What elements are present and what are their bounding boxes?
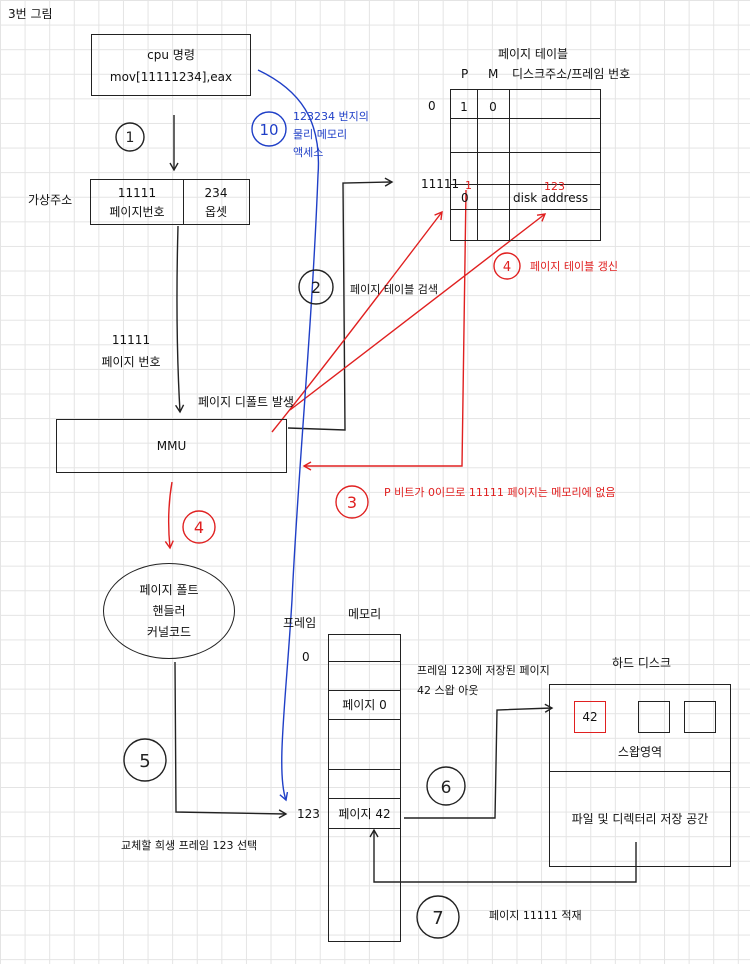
swap-slot-1: 42 bbox=[574, 701, 606, 733]
vaddr-offset-label: 옵셋 bbox=[204, 205, 228, 219]
memory-page-42: 페이지 42 bbox=[338, 807, 391, 821]
pt-target-addr: disk address bbox=[513, 191, 589, 205]
step-2-label: 페이지 테이블 검색 bbox=[350, 283, 438, 296]
page-table-header-addr: 디스크주소/프레임 번호 bbox=[512, 67, 631, 81]
virtual-address-label: 가상주소 bbox=[28, 193, 73, 207]
step-circle-6 bbox=[426, 766, 466, 806]
handler-line-2: 핸들러 bbox=[152, 604, 186, 618]
memory-frame-123: 123 bbox=[297, 807, 320, 821]
page-table-title: 페이지 테이블 bbox=[497, 47, 569, 61]
pt-row0-p: 1 bbox=[460, 100, 468, 114]
step-circle-2 bbox=[298, 269, 334, 305]
step-3-label: P 비트가 0이므로 11111 페이지는 메모리에 없음 bbox=[384, 486, 616, 499]
memory-title: 메모리 bbox=[348, 607, 382, 621]
disk-title: 하드 디스크 bbox=[612, 656, 672, 670]
pt-col-line-2 bbox=[509, 90, 510, 240]
pt-row-line-3 bbox=[451, 184, 600, 185]
memory-frame-0: 0 bbox=[302, 650, 310, 664]
arrow-update-frame bbox=[289, 213, 547, 411]
memory-frame-label: 프레임 bbox=[283, 616, 317, 630]
step-7-label: 페이지 11111 적재 bbox=[489, 909, 582, 922]
filesystem-label: 파일 및 디렉터리 저장 공간 bbox=[571, 812, 709, 826]
handler-line-3: 커널코드 bbox=[146, 625, 192, 639]
mmu-box: MMU bbox=[56, 419, 287, 473]
mem-line-5 bbox=[329, 798, 400, 799]
swap-slot-2 bbox=[638, 701, 670, 733]
page-table-grid: 1 0 1 0 123 disk address bbox=[450, 89, 601, 241]
vaddr-page-number: 11111 bbox=[117, 186, 157, 200]
step-num-5: 5 bbox=[139, 751, 150, 772]
memory-page-0: 페이지 0 bbox=[342, 698, 387, 712]
mem-line-6 bbox=[329, 828, 400, 829]
cpu-instruction-box: cpu 명령 mov[11111234],eax bbox=[91, 34, 251, 96]
page-table-header-m: M bbox=[488, 67, 499, 81]
pt-row0-m: 0 bbox=[489, 100, 497, 114]
pt-target-addr-new: 123 bbox=[544, 180, 565, 193]
arrow-mmu-to-pagetable bbox=[287, 177, 394, 431]
step-10-label-text: 123234 번지의 물리 메모리 액세스 bbox=[293, 110, 369, 159]
step-circle-5 bbox=[123, 738, 167, 782]
memory-box: 페이지 0 페이지 42 bbox=[328, 634, 401, 942]
vaddr-page-number-label: 페이지번호 bbox=[109, 205, 165, 219]
step-6-label-text: 프레임 123에 저장된 페이지 42 스왑 아웃 bbox=[417, 664, 550, 697]
step-10-label: 123234 번지의 물리 메모리 액세스 bbox=[293, 108, 375, 162]
step-5-label: 교체할 희생 프레임 123 선택 bbox=[121, 839, 258, 852]
mem-line-3 bbox=[329, 719, 400, 720]
pt-target-p-new: 1 bbox=[465, 179, 472, 192]
arrow-load-page bbox=[369, 828, 637, 883]
step-num-7: 7 bbox=[432, 908, 443, 929]
page-fault-handler: 페이지 폴트 핸들러 커널코드 bbox=[103, 563, 235, 659]
step-num-1: 1 bbox=[126, 130, 135, 146]
step-circle-10 bbox=[251, 111, 287, 147]
step-circle-1 bbox=[115, 122, 145, 152]
mem-line-2 bbox=[329, 690, 400, 691]
step-num-4a: 4 bbox=[194, 518, 204, 537]
handler-line-1: 페이지 폴트 bbox=[139, 583, 199, 597]
virtual-address-box: 11111 페이지번호 234 옵셋 bbox=[90, 179, 250, 225]
step-4-update-label: 페이지 테이블 갱신 bbox=[530, 260, 618, 273]
pt-row-line-4 bbox=[451, 209, 600, 210]
mmu-label: MMU bbox=[156, 439, 187, 453]
vaddr-offset: 234 bbox=[204, 186, 228, 200]
arrow-handler-to-frame bbox=[174, 661, 288, 819]
arrow-swapout bbox=[404, 703, 554, 819]
step-circle-4a bbox=[182, 510, 216, 544]
arrow-pagetable-to-mmu bbox=[302, 189, 467, 471]
step-num-2: 2 bbox=[311, 278, 321, 297]
disk-box: 42 스왑영역 파일 및 디렉터리 저장 공간 bbox=[549, 684, 731, 867]
step-num-10: 10 bbox=[259, 121, 278, 139]
mem-line-4 bbox=[329, 769, 400, 770]
page-table-header-p: P bbox=[461, 67, 469, 81]
mem-line-1 bbox=[329, 661, 400, 662]
disk-divider bbox=[550, 771, 730, 772]
page-table-target-index: 11111 bbox=[421, 177, 460, 191]
cpu-instruction: mov[11111234],eax bbox=[109, 70, 233, 84]
page-fault-label: 페이지 디폴트 발생 bbox=[198, 395, 294, 409]
swap-slot-3 bbox=[684, 701, 716, 733]
page-number-note-value: 11111 bbox=[111, 333, 151, 347]
page-number-note-label: 페이지 번호 bbox=[101, 355, 161, 369]
pt-target-p: 0 bbox=[461, 191, 469, 205]
arrow-physical-access bbox=[257, 69, 320, 802]
pt-row-line-2 bbox=[451, 152, 600, 153]
step-circle-3 bbox=[335, 485, 369, 519]
swap-slot-page: 42 bbox=[582, 710, 598, 724]
step-circle-7 bbox=[416, 895, 460, 939]
step-6-label: 프레임 123에 저장된 페이지 42 스왑 아웃 bbox=[417, 661, 557, 701]
step-circle-4b bbox=[493, 252, 521, 280]
arrow-update-p-bit bbox=[271, 210, 443, 433]
pt-row-line-1 bbox=[451, 118, 600, 119]
step-num-4b: 4 bbox=[503, 260, 511, 275]
step-num-3: 3 bbox=[347, 493, 357, 512]
page-table-row0-index: 0 bbox=[428, 99, 436, 113]
arrow-mmu-to-handler bbox=[164, 481, 174, 550]
virtual-address-divider bbox=[183, 180, 184, 224]
figure-title: 3번 그림 bbox=[8, 7, 53, 21]
pt-col-line-1 bbox=[477, 90, 478, 240]
step-num-6: 6 bbox=[441, 778, 452, 798]
cpu-title: cpu 명령 bbox=[147, 48, 195, 62]
arrow-vaddr-to-mmu bbox=[175, 225, 185, 414]
swap-area-label: 스왑영역 bbox=[617, 745, 663, 759]
